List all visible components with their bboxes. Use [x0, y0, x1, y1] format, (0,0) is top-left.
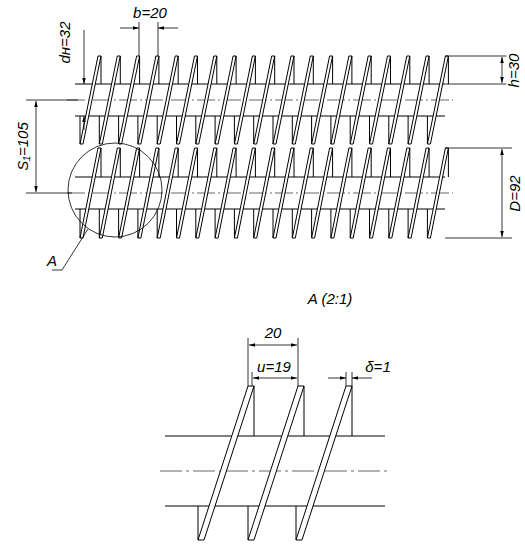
- detail-view: [160, 386, 390, 540]
- dimension-label: 20: [264, 325, 283, 340]
- dimension-label: b=20: [132, 5, 168, 20]
- dimension-lines: [26, 22, 512, 386]
- dimension-label: h=30: [506, 52, 521, 88]
- lower-finned-tube: [67, 148, 453, 238]
- dimension-label: δ=1: [364, 359, 391, 374]
- view-title: A (2:1): [307, 291, 353, 306]
- dimension-label: S₁=105: [15, 121, 30, 172]
- dimension-label: u=19: [256, 359, 292, 374]
- view-letter: A: [46, 253, 58, 268]
- dimension-label: D=92: [507, 174, 522, 212]
- upper-finned-tube: [67, 56, 453, 144]
- dimension-label: dн=32: [56, 20, 71, 64]
